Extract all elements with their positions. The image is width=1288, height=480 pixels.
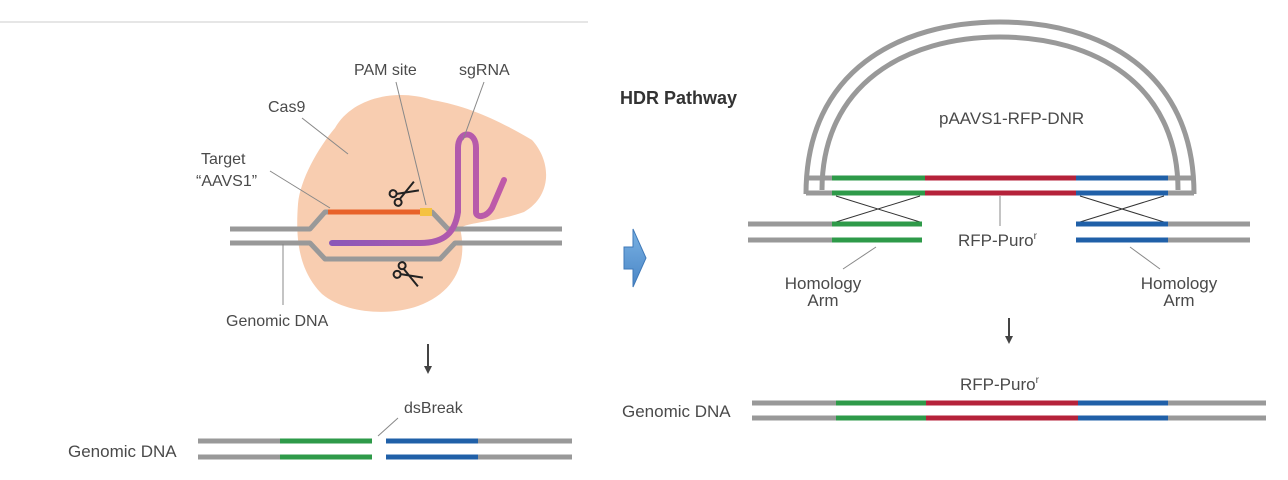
donor-strands [806,175,1194,196]
broken-dna-right [386,438,572,460]
pam-site-label: PAM site [354,62,417,79]
homology-arm-left-label: Homology [785,274,862,293]
arrow-right-icon [623,228,647,288]
target-name-label: “AAVS1” [196,173,257,190]
homology-arm-left-label-2: Arm [807,291,838,310]
donor-plasmid-label: pAAVS1-RFP-DNR [939,109,1084,128]
cas9-protein [297,95,547,312]
genomic-dna-label: Genomic DNA [226,313,329,330]
crossover-right [1079,195,1165,223]
right-panel: HDR Pathway pAAVS1-RFP-DNR [620,19,1266,421]
scissors-icon [388,181,420,207]
hdr-pathway-title: HDR Pathway [620,88,737,108]
dsbreak-leader [377,417,399,437]
genomic-dna-result-label: Genomic DNA [622,402,731,421]
genomic-target-right [1076,221,1250,243]
integrated-genomic-dna [752,400,1266,421]
broken-dna-left [198,438,372,460]
homology-arm-right-label: Homology [1141,274,1218,293]
homology-arm-right-label-2: Arm [1163,291,1194,310]
left-panel: PAM site sgRNA Cas9 Target “AAVS1” Genom… [68,62,572,461]
sgrna-strand [329,131,507,246]
pam-site-marker [420,208,432,216]
rfp-puro-result-label: RFP-Puror [960,375,1040,394]
genomic-dna-bottom-label: Genomic DNA [68,442,177,461]
leader-lines-left [269,81,485,305]
donor-plasmid-arch-inner [819,34,1181,191]
dsbreak-label: dsBreak [404,400,464,417]
scissors-icon [392,261,424,287]
target-label: Target [201,151,246,168]
sgrna-label: sgRNA [459,62,510,79]
leader-lines-right [842,196,1161,270]
arrow-down-icon [1005,318,1013,344]
arrow-down-icon [424,344,432,374]
donor-plasmid-arch [803,19,1197,195]
genomic-target-left [748,221,922,243]
crossover-left [835,195,921,223]
cas9-label: Cas9 [268,99,305,116]
rfp-puro-donor-label: RFP-Puror [958,231,1038,250]
